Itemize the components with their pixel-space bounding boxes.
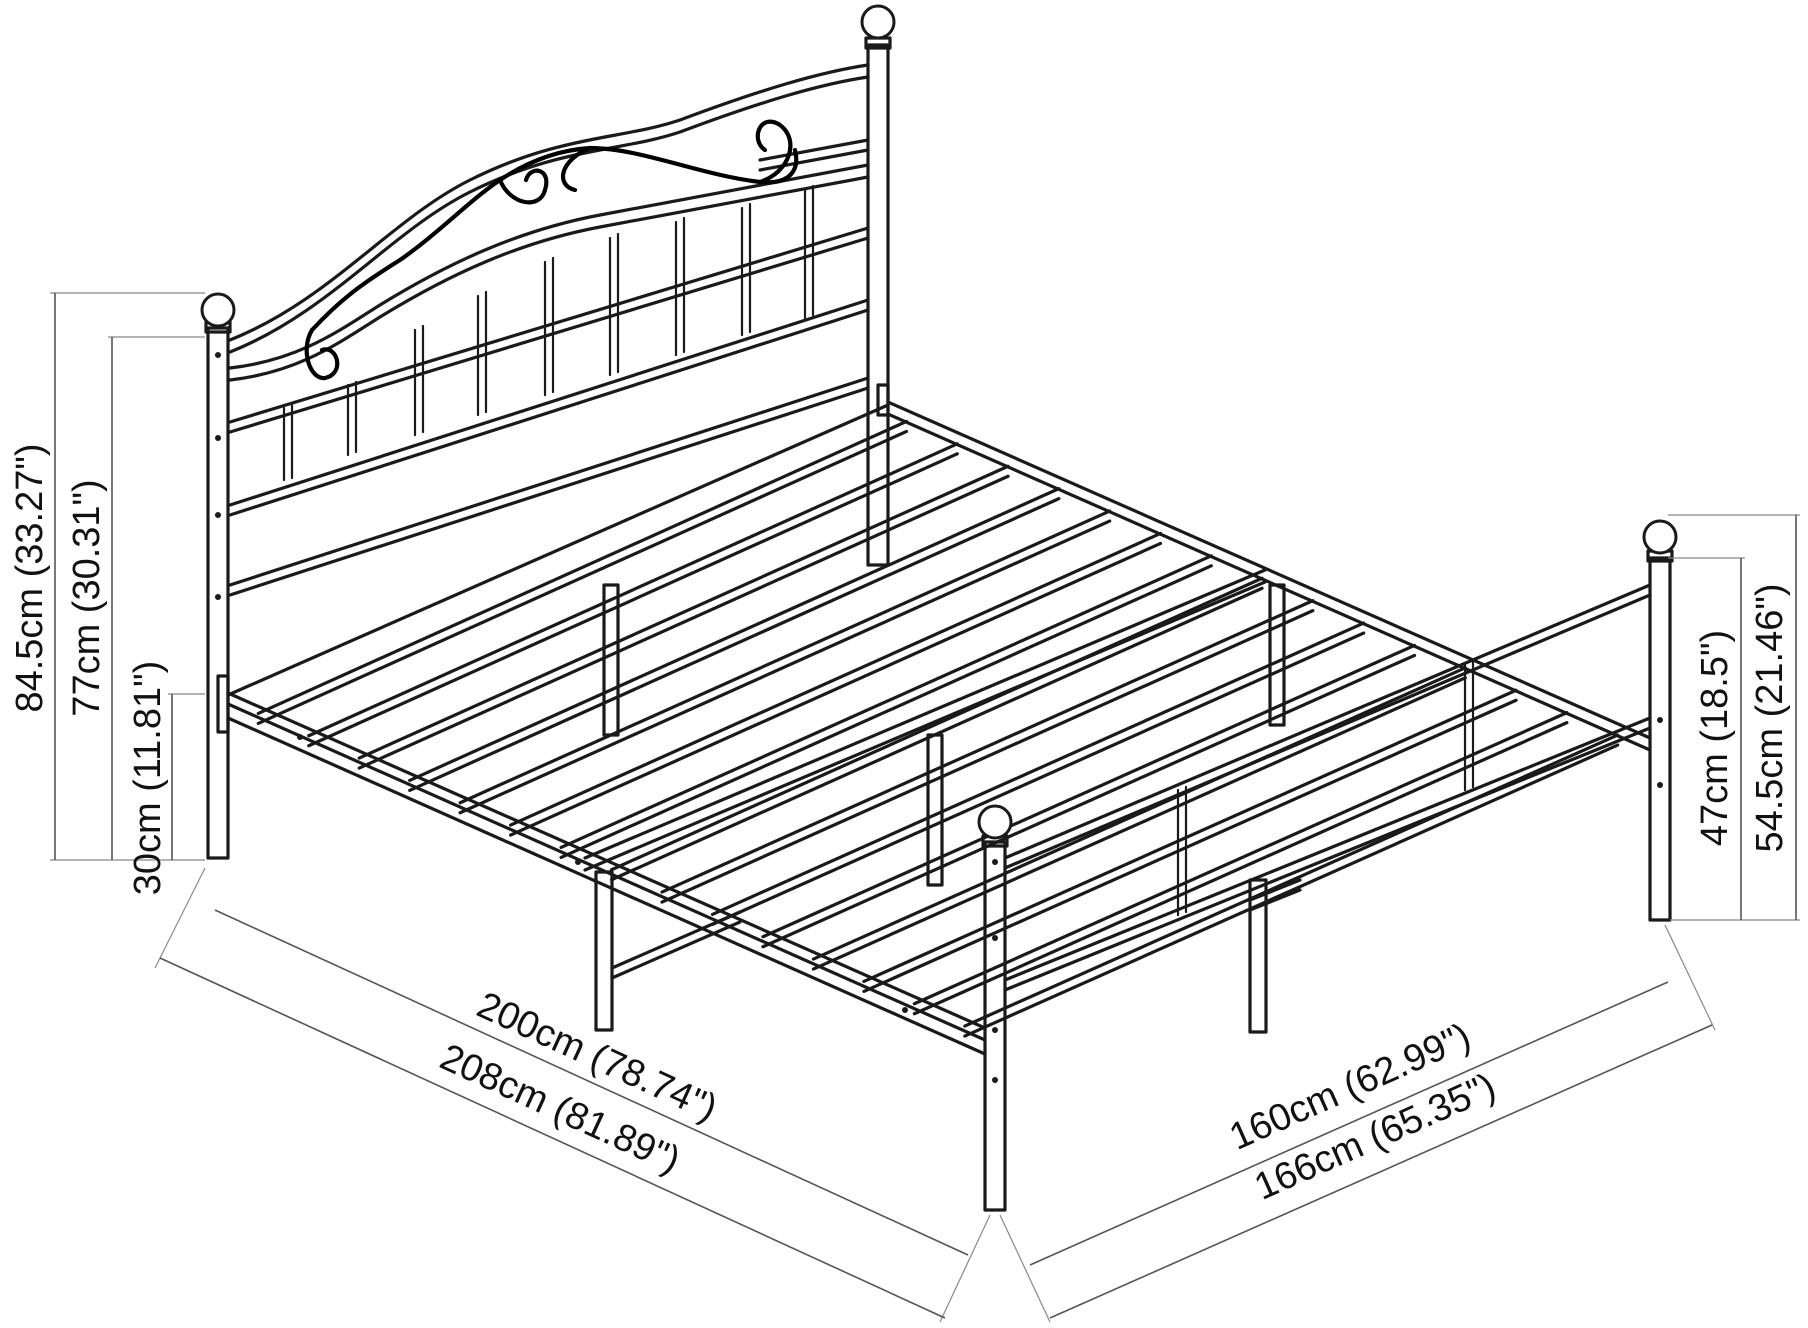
bed-slat [458, 519, 1112, 815]
label-headboard-height: 77cm (30.31") [66, 479, 108, 716]
bed-slat [660, 609, 1315, 904]
bed-slat [609, 576, 1264, 872]
bed-slat [963, 733, 1620, 1028]
headboard-right-knob [860, 4, 896, 40]
bed-slat [307, 442, 959, 738]
dim-line-166 [1049, 1024, 1713, 1319]
bed-slat [357, 474, 1010, 770]
footboard-left-knob [977, 804, 1013, 840]
dim-line-160 [1029, 981, 1669, 1266]
dimension-lines [50, 292, 1800, 1323]
bed-slat [912, 721, 1569, 1016]
bed-slat [660, 599, 1315, 894]
bed-slat [811, 676, 1467, 971]
bed-slat [559, 564, 1213, 860]
middle-leg-right [1248, 878, 1268, 1034]
dimension-labels: 84.5cm (33.27") 77cm (30.31") 30cm (11.8… [9, 443, 1791, 1208]
middle-leg-left [594, 870, 614, 1032]
headboard-right-post [866, 43, 890, 567]
support-legs [594, 583, 1302, 1034]
footboard-right-post [1648, 556, 1672, 922]
bed-slat [256, 429, 909, 726]
bed-slat [963, 743, 1620, 1038]
bed-slat [256, 419, 909, 716]
bed-slat [811, 666, 1467, 961]
bed-slat [761, 643, 1417, 939]
bed-slat [559, 554, 1213, 850]
label-under-bed-clearance: 30cm (11.81") [127, 661, 169, 896]
footboard-left-post [983, 840, 1007, 1212]
headboard [200, 4, 896, 860]
bed-slat [710, 631, 1366, 927]
bed-slat [458, 509, 1112, 805]
headboard-right-bracket [876, 383, 890, 417]
label-footboard-total-height: 54.5cm (21.46") [1749, 583, 1791, 852]
bed-slat [357, 464, 1010, 760]
bed-slat [761, 653, 1417, 949]
label-footboard-height: 47cm (18.5") [1694, 630, 1736, 846]
bed-slat [509, 531, 1163, 827]
side-rails [226, 400, 1652, 1056]
footboard-right-knob [1642, 519, 1678, 555]
bed-slat [307, 452, 959, 748]
bed-slat [862, 698, 1518, 994]
headboard-left-knob [200, 292, 236, 328]
label-total-height: 84.5cm (33.27") [9, 443, 51, 712]
bed-slats [256, 419, 1620, 1038]
bed-slat [408, 497, 1061, 793]
bed-slat [862, 688, 1518, 984]
dim-line-200 [214, 909, 969, 1256]
headboard-left-post [206, 326, 230, 860]
bed-slat [710, 621, 1366, 917]
dim-line-208 [159, 957, 946, 1319]
bed-slat [408, 487, 1061, 783]
bed-slat [509, 541, 1163, 837]
middle-leg-back [602, 583, 620, 737]
footboard [977, 519, 1678, 1212]
bed-slat [912, 711, 1569, 1006]
